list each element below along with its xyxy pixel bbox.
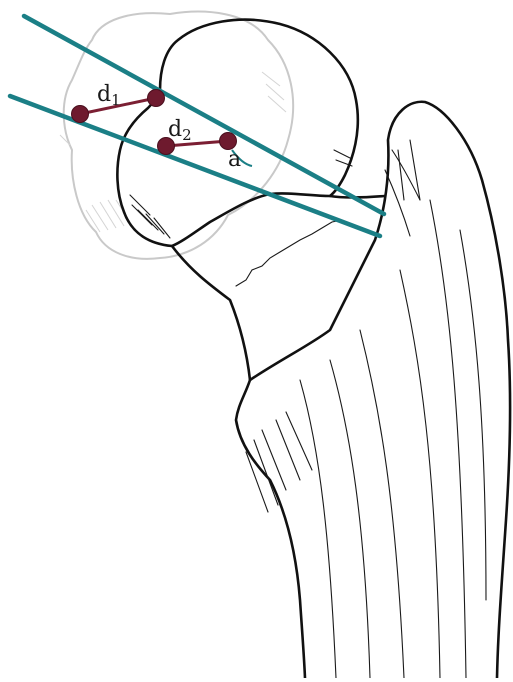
label-d2: d2 bbox=[168, 117, 192, 144]
label-angle-a: a bbox=[228, 147, 241, 172]
d1-point-upper bbox=[148, 90, 165, 107]
axis-line-lower bbox=[10, 96, 380, 236]
label-d1: d1 bbox=[97, 82, 121, 109]
d1-point-lower bbox=[72, 106, 89, 123]
